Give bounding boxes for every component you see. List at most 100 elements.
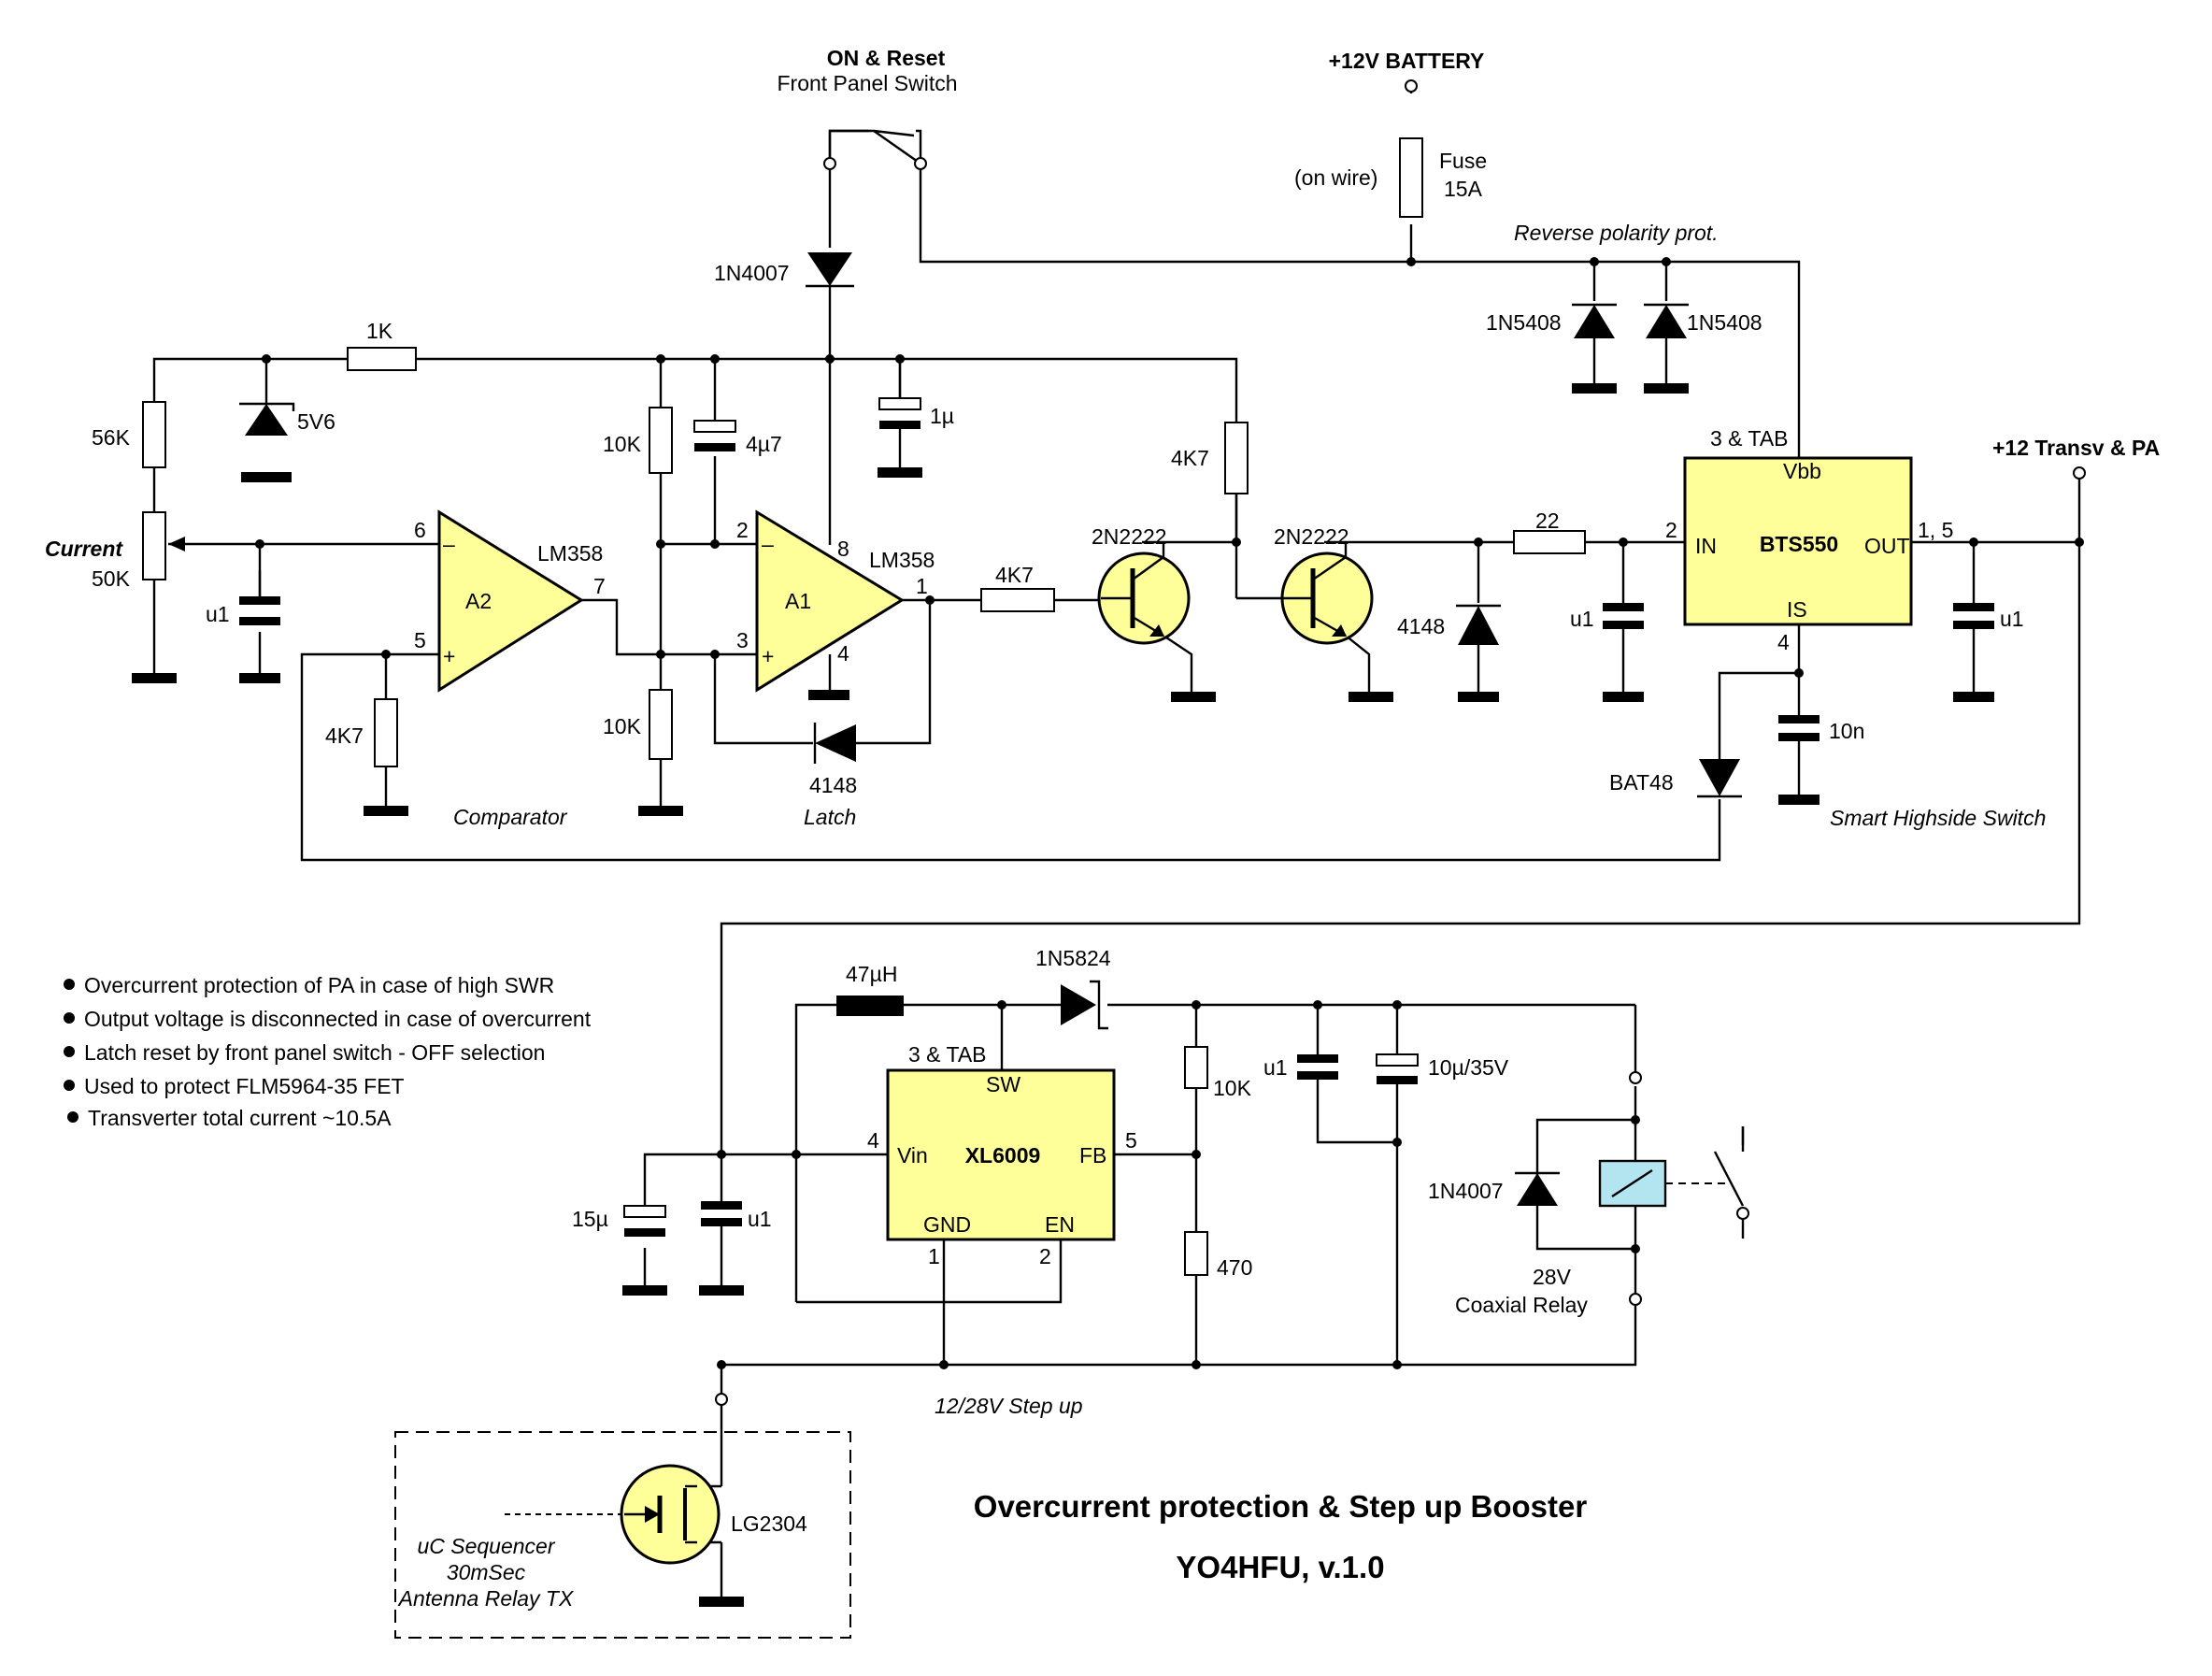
bts-pin4: 4 xyxy=(1777,630,1790,654)
cap-4u7 xyxy=(693,420,736,451)
label-u1-input: u1 xyxy=(748,1207,772,1231)
resistor-470 xyxy=(1184,1231,1208,1276)
pin-3: 3 xyxy=(736,628,749,652)
xl-name: XL6009 xyxy=(965,1143,1041,1167)
opamp-a1-label: A1 xyxy=(785,589,811,613)
cap-10n xyxy=(1778,715,1820,741)
label-10k-b: 10K xyxy=(603,714,642,738)
front-panel-switch[interactable] xyxy=(828,129,921,165)
cap-u1-left xyxy=(239,580,280,625)
diode-1n5824 xyxy=(1061,980,1108,1030)
label-47uh: 47µH xyxy=(846,962,897,986)
page-subtitle: YO4HFU, v.1.0 xyxy=(1176,1550,1384,1584)
ground-symbols xyxy=(132,383,1994,1607)
switch-sub: Front Panel Switch xyxy=(777,71,957,95)
label-22: 22 xyxy=(1535,509,1560,533)
diode-4148-b xyxy=(1456,604,1501,645)
diode-bat48 xyxy=(1697,759,1742,798)
diode-1n5408-b xyxy=(1644,303,1689,383)
resistor-1k xyxy=(347,347,417,371)
resistor-10k-b xyxy=(649,689,673,760)
label-5v6: 5V6 xyxy=(297,409,335,434)
bts-in: IN xyxy=(1695,534,1717,558)
pin-7: 7 xyxy=(593,574,606,598)
label-10k-bottom: 10K xyxy=(1213,1076,1252,1100)
xl-sw: SW xyxy=(986,1072,1020,1096)
lm358-a: LM358 xyxy=(537,541,603,566)
fuse-value: 15A xyxy=(1444,177,1483,201)
relay-voltage: 28V xyxy=(1533,1265,1572,1289)
resistor-4k7-a xyxy=(374,698,398,767)
switch-title: ON & Reset xyxy=(827,46,946,70)
a1-plus: + xyxy=(762,644,774,668)
seq-line-2: 30mSec xyxy=(447,1560,526,1584)
xl-pin2: 2 xyxy=(1039,1244,1051,1268)
resistor-22 xyxy=(1513,530,1586,554)
a2-plus: + xyxy=(443,644,455,668)
label-56k: 56K xyxy=(92,425,131,450)
bts-is: IS xyxy=(1787,597,1807,622)
label-4148-b: 4148 xyxy=(1397,614,1445,638)
note-item: Transverter total current ~10.5A xyxy=(88,1106,392,1130)
note-item: Output voltage is disconnected in case o… xyxy=(84,1007,592,1031)
label-1n4007-relay: 1N4007 xyxy=(1428,1179,1504,1203)
label-u1-bottom: u1 xyxy=(1263,1055,1288,1080)
stepup-note: 12/28V Step up xyxy=(935,1394,1083,1418)
relay-name: Coaxial Relay xyxy=(1455,1293,1588,1317)
junction-dots xyxy=(255,257,2084,1369)
label-4148-latch: 4148 xyxy=(809,773,857,797)
transistor-q1 xyxy=(1097,544,1191,645)
a2-minus: – xyxy=(443,532,455,556)
pot-50k xyxy=(142,511,166,580)
cap-u1-input xyxy=(701,1201,742,1226)
resistor-4k7-b xyxy=(980,588,1055,612)
label-pot-name: Current xyxy=(45,537,123,561)
fuse-note: (on wire) xyxy=(1294,165,1377,190)
notes-list: Overcurrent protection of PA in case of … xyxy=(64,973,592,1130)
pin-5: 5 xyxy=(414,628,426,652)
label-1n5824: 1N5824 xyxy=(1035,946,1111,970)
fet-lg2304 xyxy=(620,1464,721,1565)
bts-pin15: 1, 5 xyxy=(1918,518,1953,542)
label-4k7-b: 4K7 xyxy=(995,563,1034,587)
pot-wiper-arrow xyxy=(168,537,185,552)
diode-1n4007-top xyxy=(806,252,854,288)
label-q2: 2N2222 xyxy=(1274,524,1349,549)
fuse xyxy=(1399,137,1423,218)
bts-top-label: 3 & TAB xyxy=(1710,426,1789,451)
note-item: Overcurrent protection of PA in case of … xyxy=(84,973,554,997)
opamp-a1 xyxy=(755,509,905,693)
pin-4: 4 xyxy=(837,641,849,666)
opamp-a2 xyxy=(437,509,584,693)
xl-pin5: 5 xyxy=(1125,1128,1137,1153)
xl-pin1: 1 xyxy=(928,1244,940,1268)
label-470: 470 xyxy=(1217,1255,1252,1280)
bts-vbb: Vbb xyxy=(1783,459,1821,483)
label-u1-right: u1 xyxy=(2000,607,2024,631)
cap-15u xyxy=(623,1205,666,1237)
pin-1: 1 xyxy=(916,574,928,598)
chip-bts550 xyxy=(1683,456,1913,626)
transistor-q2 xyxy=(1280,544,1374,645)
note-item: Used to protect FLM5964-35 FET xyxy=(84,1074,405,1098)
label-1n5408-b: 1N5408 xyxy=(1687,310,1762,335)
relay-coil xyxy=(1598,1159,1667,1208)
label-1n4007: 1N4007 xyxy=(714,261,790,285)
zener-5v6 xyxy=(239,402,295,436)
label-1u: 1µ xyxy=(930,404,954,428)
seq-line-3: Antenna Relay TX xyxy=(397,1586,575,1611)
resistor-10k-bottom xyxy=(1184,1046,1208,1089)
bts-name: BTS550 xyxy=(1760,532,1838,556)
label-4k7-c: 4K7 xyxy=(1171,446,1209,470)
diode-1n5408-a xyxy=(1572,303,1617,383)
label-bat48: BAT48 xyxy=(1609,770,1674,795)
note-item: Latch reset by front panel switch - OFF … xyxy=(84,1040,545,1065)
pin-6: 6 xyxy=(414,518,426,542)
label-15u: 15µ xyxy=(572,1207,608,1231)
xl-vin: Vin xyxy=(897,1143,928,1167)
label-4u7: 4µ7 xyxy=(746,432,782,456)
xl-fb: FB xyxy=(1079,1143,1106,1167)
latch-note: Latch xyxy=(804,805,856,829)
pin-8: 8 xyxy=(837,537,849,561)
